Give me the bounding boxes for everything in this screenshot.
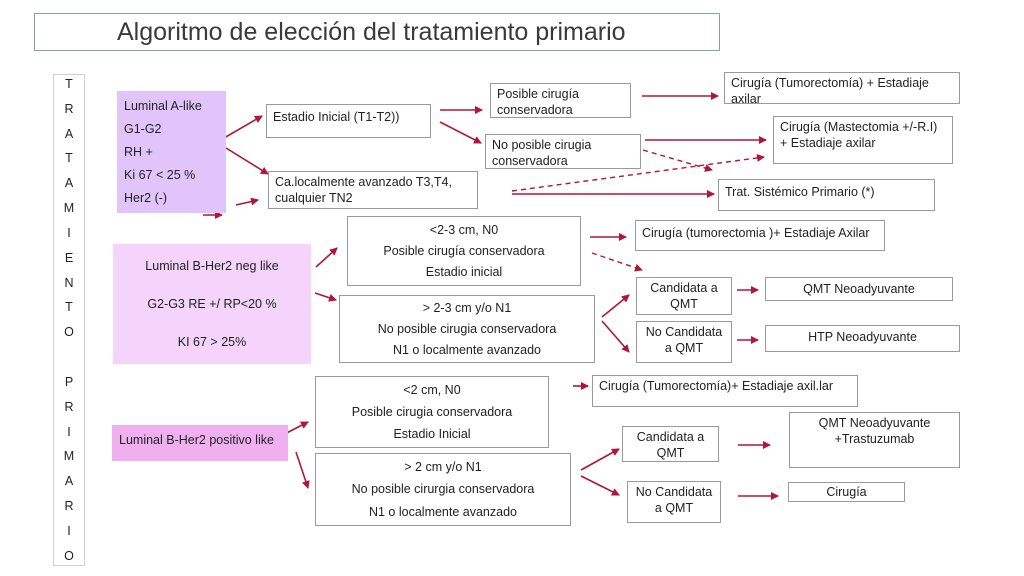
vertical-letter: A bbox=[64, 176, 74, 191]
vertical-letter: N bbox=[64, 275, 74, 290]
vertical-letter: E bbox=[64, 250, 74, 265]
b-pos-large-box: > 2 cm y/o N1 No posible cirurgia conserv… bbox=[315, 453, 571, 526]
box-line: Luminal B-Her2 neg like bbox=[145, 259, 279, 273]
box-line: KI 67 > 25% bbox=[177, 335, 247, 349]
cirugia-mastectomia-box: Cirugía (Mastectomia +/-R.I) + Estadiaje… bbox=[773, 116, 953, 164]
localmente-avanzado-box: Ca.localmente avanzado T3,T4, cualquier … bbox=[268, 171, 478, 209]
box-line: Estadio inicial bbox=[425, 265, 503, 280]
vertical-letter: O bbox=[64, 325, 74, 340]
cirugia-tumorectomia-axilar-box: Cirugía (tumorectomia )+ Estadiaje Axila… bbox=[635, 220, 885, 251]
box-line: No posible cirurgia conservadora bbox=[351, 482, 535, 497]
vertical-letter: M bbox=[63, 449, 75, 464]
vertical-letter: A bbox=[64, 126, 74, 141]
luminal-b-pos-box: Luminal B-Her2 positivo like bbox=[112, 425, 288, 461]
box-line: No posible cirugia conservadora bbox=[377, 321, 557, 336]
arrow bbox=[580, 475, 620, 496]
arrow bbox=[601, 320, 630, 353]
page-title: Algoritmo de elección del tratamiento pr… bbox=[34, 13, 720, 51]
arrow bbox=[225, 147, 269, 175]
candidata-qmt-box: Candidata a QMT bbox=[636, 277, 732, 315]
no-candidata-qmt-box: No Candidata a QMT bbox=[636, 321, 732, 363]
arrow bbox=[315, 247, 338, 268]
box-line: RH + bbox=[124, 144, 153, 159]
qmt-trastuzumab-box: QMT Neoadyuvante +Trastuzumab bbox=[789, 412, 960, 468]
vertical-letter: R bbox=[64, 399, 74, 414]
arrow bbox=[314, 292, 337, 302]
qmt-neoadyuvante-box: QMT Neoadyuvante bbox=[765, 277, 953, 301]
estadio-inicial-box: Estadio Inicial (T1-T2)) bbox=[266, 104, 431, 138]
arrow bbox=[295, 451, 310, 489]
arrow bbox=[580, 448, 620, 471]
arrow bbox=[223, 115, 263, 139]
box-line: N1 o localmente avanzado bbox=[392, 342, 541, 357]
candidata-qmt-her2-box: Candidata a QMT bbox=[622, 426, 719, 462]
vertical-letter: M bbox=[63, 201, 75, 216]
arrow bbox=[601, 294, 630, 318]
box-line: G2-G3 RE +/ RP<20 % bbox=[147, 297, 277, 311]
vertical-letter: O bbox=[64, 548, 74, 563]
arrow bbox=[235, 197, 259, 206]
b-neg-large-box: > 2-3 cm y/o N1 No posible cirugia conser… bbox=[339, 295, 595, 363]
box-line: <2-3 cm, N0 bbox=[429, 222, 499, 237]
box-line: G1-G2 bbox=[124, 121, 162, 136]
cirugia-tumorectomia-axillar-box: Cirugía (Tumorectomía)+ Estadiaje axil.l… bbox=[592, 375, 858, 407]
box-line: Posible cirugia conservadora bbox=[351, 405, 513, 419]
box-line: Her2 (-) bbox=[124, 191, 168, 206]
vertical-letter: A bbox=[64, 474, 74, 489]
box-line: Estadio Inicial bbox=[393, 427, 471, 441]
box-line: > 2 cm y/o N1 bbox=[404, 460, 482, 475]
box-line: Posible cirugía conservadora bbox=[383, 243, 545, 258]
box-line: Luminal A-like bbox=[124, 98, 202, 113]
vertical-letter: I bbox=[67, 424, 71, 439]
vertical-letter: P bbox=[64, 374, 74, 389]
vertical-letter: R bbox=[64, 101, 74, 116]
dashed-arrow bbox=[642, 149, 713, 172]
cirugia-final-box: Cirugía bbox=[788, 482, 905, 502]
vertical-letter: T bbox=[65, 77, 73, 91]
no-candidata-qmt-her2-box: No Candidata a QMT bbox=[627, 481, 721, 523]
dashed-arrow bbox=[591, 252, 643, 272]
box-line: Ki 67 < 25 % bbox=[124, 168, 196, 183]
vertical-letter: I bbox=[67, 225, 71, 240]
posible-cirugia-box: Posible cirugía conservadora bbox=[490, 83, 631, 118]
no-posible-cirugia-box: No posible cirugia conservadora bbox=[485, 134, 641, 169]
dashed-arrow bbox=[511, 153, 765, 192]
arrow bbox=[439, 121, 482, 144]
box-line: N1 o localmente avanzado bbox=[368, 504, 517, 519]
box-line: > 2-3 cm y/o N1 bbox=[422, 301, 512, 316]
htp-neoadyuvante-box: HTP Neoadyuvante bbox=[765, 325, 960, 352]
box-line: <2 cm, N0 bbox=[403, 383, 461, 397]
vertical-letter: T bbox=[65, 300, 73, 315]
vertical-letter: T bbox=[65, 151, 73, 166]
trat-sistemico-box: Trat. Sistémico Primario (*) bbox=[718, 179, 935, 211]
cirugia-tumorectomia-box: Cirugía (Tumorectomía) + Estadiaje axila… bbox=[724, 72, 960, 106]
vertical-letter: R bbox=[64, 499, 74, 514]
vertical-letter: I bbox=[67, 523, 71, 538]
